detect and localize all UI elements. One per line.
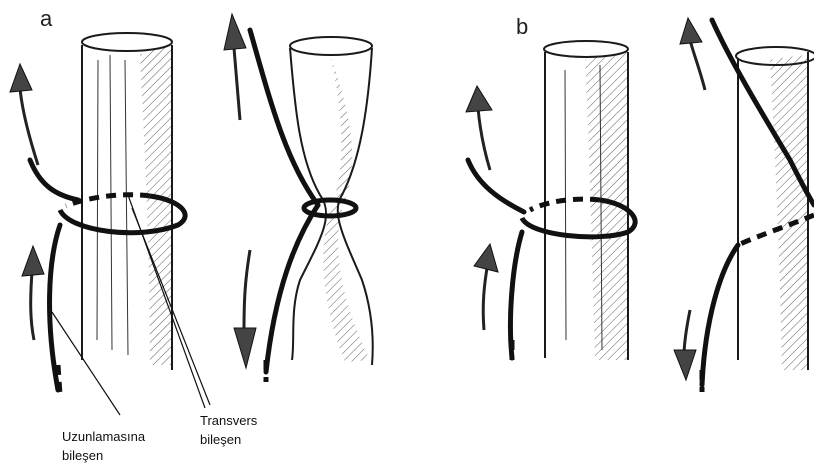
arrow-icon: [10, 64, 38, 165]
panel-label-b: b: [516, 14, 528, 39]
arrow-icon: [674, 310, 696, 380]
arrow-icon: [680, 18, 705, 90]
arrow-icon: [234, 250, 256, 368]
helix-cylinder-icon: [736, 47, 814, 370]
leader-longitudinal: [52, 312, 120, 415]
panel-label-a: a: [40, 6, 53, 31]
annotation-longitudinal-line2: bileşen: [62, 448, 103, 463]
arrow-icon: [224, 14, 246, 120]
arrow-icon: [22, 246, 44, 340]
arrow-icon: [466, 86, 492, 170]
cylinder-icon: [82, 33, 172, 370]
fiber-longitudinal-b: [468, 160, 524, 360]
annotation-longitudinal-line1: Uzunlamasına: [62, 429, 146, 444]
fiber-longitudinal-a: [30, 160, 78, 395]
annotation-transverse-line1: Transvers: [200, 413, 258, 428]
annotation-transverse-line2: bileşen: [200, 432, 241, 447]
arrow-icon: [474, 244, 498, 330]
